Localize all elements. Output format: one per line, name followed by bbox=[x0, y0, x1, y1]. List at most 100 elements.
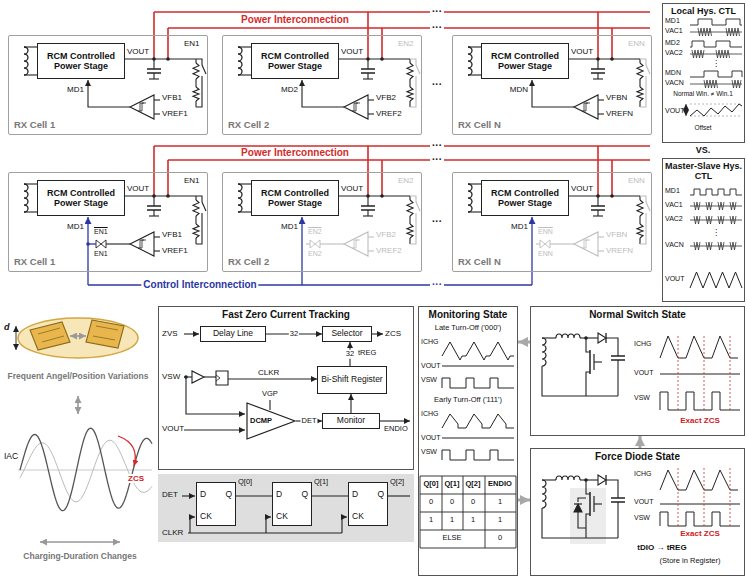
signal-label: ZVS bbox=[162, 329, 178, 338]
body-diode bbox=[574, 504, 582, 512]
signal-label: VOUT bbox=[127, 184, 149, 193]
mode-waveform bbox=[690, 189, 742, 195]
junction-dot bbox=[152, 57, 156, 61]
signal-label: 1 bbox=[450, 516, 454, 525]
vout-waveform bbox=[660, 374, 740, 375]
block-box: RCM Controlled Power Stage bbox=[37, 43, 125, 79]
node-label: Normal Switch State bbox=[531, 307, 744, 321]
hysteresis-symbol bbox=[140, 240, 144, 248]
signal-label: EN2 bbox=[308, 250, 322, 258]
signal-label: Power Interconnection bbox=[241, 147, 349, 159]
ground bbox=[593, 215, 603, 216]
node-label: Q bbox=[301, 490, 308, 500]
power-wire bbox=[367, 146, 369, 196]
zcs-marker bbox=[704, 336, 705, 410]
signal-label: VREFN bbox=[606, 246, 633, 255]
signal-label: MDN bbox=[665, 69, 681, 77]
signal-label: 1 bbox=[471, 516, 475, 525]
power-bus bbox=[168, 159, 650, 161]
zcs-marker bbox=[704, 468, 705, 526]
wire bbox=[586, 480, 590, 494]
mode-waveform bbox=[690, 19, 742, 25]
node-label: Q bbox=[225, 490, 232, 500]
power-bus bbox=[154, 145, 650, 147]
axis bbox=[18, 470, 152, 471]
wire bbox=[153, 210, 154, 216]
signal-label: ENN bbox=[538, 250, 553, 258]
ground bbox=[593, 78, 603, 79]
signal-label: VAC2 bbox=[665, 49, 683, 57]
connector-label: 32 bbox=[345, 350, 355, 359]
wire bbox=[468, 74, 482, 75]
wire bbox=[640, 59, 646, 65]
signal-label: VOUT bbox=[421, 362, 440, 370]
hysteresis-comparator bbox=[130, 232, 154, 256]
signal-label: Q[1] bbox=[314, 478, 328, 487]
transmission-gate bbox=[310, 240, 320, 248]
signal-label: VOUT bbox=[341, 47, 363, 56]
diode-highlight bbox=[570, 488, 606, 544]
wire bbox=[124, 58, 196, 59]
signal-label: ZCS bbox=[385, 329, 401, 338]
signal-label: ··· bbox=[430, 279, 444, 291]
signal-label: VOUT bbox=[127, 47, 149, 56]
signal-label: Power Interconnection bbox=[241, 14, 349, 26]
signal-label: 0 bbox=[471, 498, 475, 507]
signal-label: ENN bbox=[538, 228, 553, 236]
signal-label: EN2 bbox=[308, 228, 322, 236]
table-grid bbox=[463, 476, 464, 530]
signal-label: ICHG bbox=[421, 410, 439, 418]
wire bbox=[154, 113, 160, 114]
signal-label: EN2 bbox=[398, 176, 414, 185]
connector-label: 32 bbox=[289, 330, 299, 339]
hysteresis-symbol bbox=[584, 240, 588, 248]
current-waveform bbox=[442, 414, 514, 428]
ac-waveform bbox=[694, 216, 700, 224]
wire bbox=[536, 243, 540, 244]
signal-label: ··· bbox=[430, 22, 444, 34]
ac-waveform bbox=[706, 242, 712, 250]
junction-dot bbox=[596, 57, 600, 61]
signal-label: d bbox=[4, 322, 10, 332]
signal-label: Early Turn-Off ('111') bbox=[434, 396, 502, 405]
transmission-gate bbox=[96, 240, 106, 248]
junction-dot bbox=[152, 194, 156, 198]
junction-dot bbox=[610, 194, 614, 198]
signal-label: MD1 bbox=[67, 85, 84, 94]
signal-label: VSW bbox=[421, 376, 437, 384]
wire bbox=[195, 59, 196, 63]
coil-pad bbox=[86, 320, 124, 348]
block-box: RCM Controlled Power Stage bbox=[37, 180, 125, 216]
junction-dot bbox=[610, 57, 614, 61]
hysteresis-symbol bbox=[584, 103, 588, 111]
wire bbox=[238, 46, 252, 47]
node-label: Delay Line bbox=[210, 329, 256, 339]
hysteresis-symbol bbox=[138, 240, 146, 248]
receiver-coil bbox=[542, 338, 546, 366]
hysteresis-comparator bbox=[344, 95, 368, 119]
wire bbox=[195, 238, 196, 244]
signal-label: VS. bbox=[696, 145, 711, 155]
signal-label: ENN bbox=[628, 39, 645, 48]
signal-label: ··· bbox=[430, 154, 444, 166]
signal-label: Frequent Angel/Position Variations bbox=[3, 372, 153, 382]
signal-label: Q[0] bbox=[238, 478, 252, 487]
zcs-marker bbox=[730, 468, 731, 526]
power-wire bbox=[167, 28, 169, 59]
signal-label: VSW bbox=[634, 514, 650, 522]
comparator-shape bbox=[247, 403, 295, 439]
resistor bbox=[193, 63, 199, 79]
resistor bbox=[637, 200, 643, 216]
switch-waveform bbox=[660, 392, 740, 410]
hysteresis-comparator bbox=[130, 95, 154, 119]
switch bbox=[646, 202, 650, 211]
node-label: RX Cell 1 bbox=[14, 120, 55, 131]
transistor bbox=[589, 350, 591, 374]
clock-symbol bbox=[216, 375, 220, 381]
signal-label: VOUT bbox=[571, 47, 593, 56]
ac-waveform bbox=[718, 216, 724, 224]
signal-label: VREF1 bbox=[162, 246, 188, 255]
wire bbox=[409, 216, 410, 224]
offset-arrow bbox=[686, 104, 687, 116]
wire bbox=[196, 76, 202, 107]
